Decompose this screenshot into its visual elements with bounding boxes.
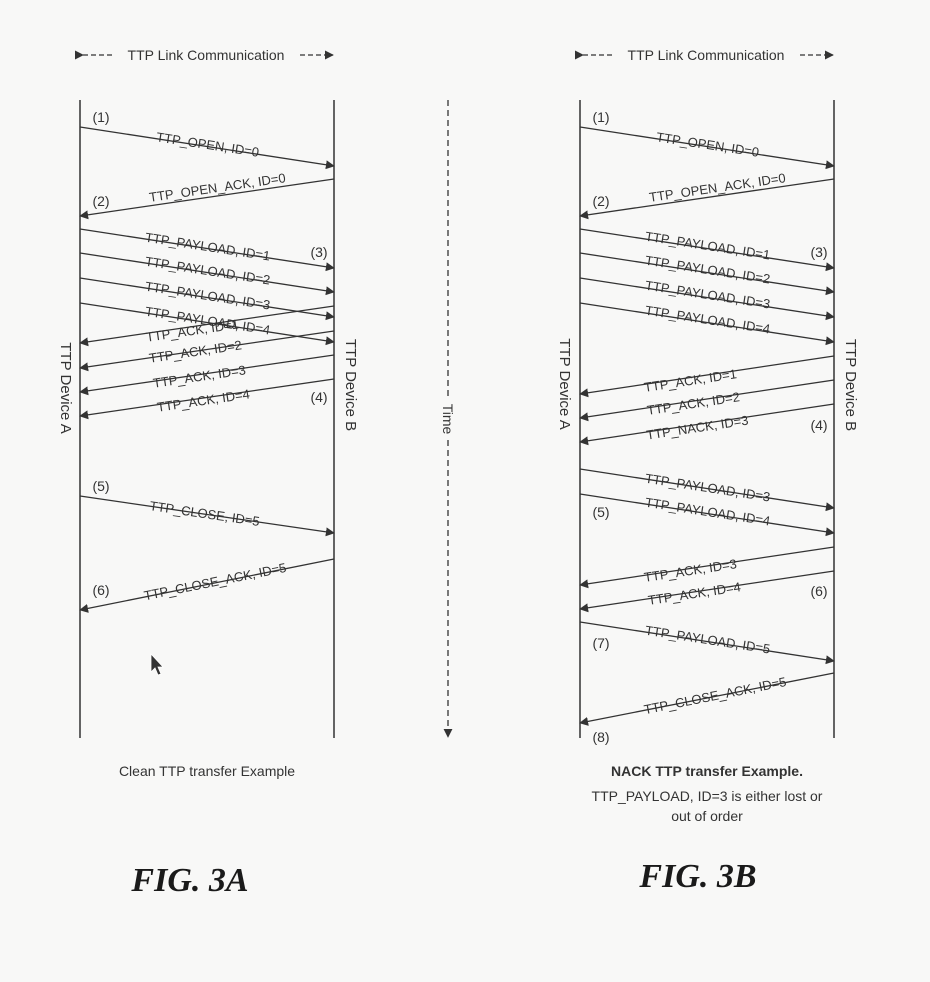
message-label-3b: TTP_ACK, ID=4	[647, 579, 742, 608]
device-a-label-3b: TTP Device A	[556, 338, 573, 429]
message-arrow-3a	[79, 558, 335, 613]
step-number-3b: (8)	[592, 729, 609, 745]
message-label-3b: TTP_OPEN_ACK, ID=0	[648, 170, 786, 205]
message-arrow-3a	[79, 302, 335, 346]
message-arrow-3b	[579, 178, 835, 220]
message-label-3b: TTP_CLOSE_ACK, ID=5	[643, 674, 788, 717]
message-arrow-3b	[579, 403, 835, 446]
message-arrow-3b	[579, 379, 835, 422]
device-a-label-3a: TTP Device A	[57, 342, 74, 433]
step-number-3b: (6)	[810, 583, 827, 599]
message-arrow-3b	[579, 493, 835, 537]
message-label-3a: TTP_OPEN_ACK, ID=0	[148, 170, 286, 205]
step-number-3b: (7)	[592, 635, 609, 651]
step-number-3b: (5)	[592, 504, 609, 520]
message-arrow-3a	[79, 330, 335, 372]
message-arrow-3b	[579, 621, 835, 665]
caption-3a: Clean TTP transfer Example	[119, 763, 295, 779]
message-label-3b: TTP_OPEN, ID=0	[655, 129, 760, 160]
device-b-label-3b: TTP Device B	[842, 339, 859, 431]
message-arrow-3b	[579, 355, 835, 398]
step-number-3b: (2)	[592, 193, 609, 209]
step-number-3a: (1)	[92, 109, 109, 125]
message-arrow-3a	[79, 277, 335, 321]
figure-label-3b: FIG. 3B	[638, 858, 756, 895]
message-arrow-3b	[579, 672, 835, 726]
step-number-3a: (3)	[310, 244, 327, 260]
message-arrow-3b	[579, 546, 835, 589]
time-axis: Time	[440, 100, 456, 738]
message-arrow-3a	[79, 495, 335, 537]
header-label-3a: TTP Link Communication	[128, 47, 285, 63]
step-number-3a: (6)	[92, 582, 109, 598]
message-arrow-3a	[79, 305, 335, 347]
message-label-3b: TTP_NACK, ID=3	[645, 413, 749, 443]
message-arrow-3b	[579, 302, 835, 346]
message-arrow-3b	[579, 277, 835, 321]
step-number-3a: (5)	[92, 478, 109, 494]
message-arrow-3a	[79, 126, 335, 170]
mouse-cursor-icon	[150, 652, 164, 676]
message-arrow-3a	[79, 252, 335, 296]
message-label-3b: TTP_ACK, ID=3	[643, 556, 738, 585]
message-arrow-3a	[79, 228, 335, 272]
message-arrow-3b	[579, 126, 835, 170]
step-number-3a: (4)	[310, 389, 327, 405]
step-number-3b: (3)	[810, 244, 827, 260]
message-arrow-3b	[579, 252, 835, 296]
caption-3b: NACK TTP transfer Example.	[611, 763, 803, 779]
device-b-label-3a: TTP Device B	[342, 339, 359, 431]
note-line-2-3b: out of order	[671, 808, 743, 824]
message-label-3a: TTP_CLOSE, ID=5	[149, 498, 261, 529]
note-line-1-3b: TTP_PAYLOAD, ID=3 is either lost or	[592, 788, 823, 804]
figure-label-3a: FIG. 3A	[130, 862, 248, 899]
time-axis-label: Time	[440, 404, 456, 435]
message-label-3b: TTP_ACK, ID=2	[646, 389, 741, 418]
message-arrow-3b	[579, 228, 835, 272]
message-label-3a: TTP_ACK, ID=3	[152, 362, 247, 390]
message-arrow-3a	[79, 378, 335, 420]
message-arrow-3b	[579, 570, 835, 613]
header-label-3b: TTP Link Communication	[628, 47, 785, 63]
message-arrow-3a	[79, 354, 335, 396]
figure-3a: TTP Link Communication TTP Device A TTP …	[57, 47, 359, 899]
step-number-3b: (1)	[592, 109, 609, 125]
message-label-3a: TTP_CLOSE_ACK, ID=5	[143, 560, 288, 603]
message-label-3a: TTP_ACK, ID=4	[156, 386, 251, 414]
step-number-3b: (4)	[810, 417, 827, 433]
message-arrow-3a	[79, 178, 335, 220]
message-label-3b: TTP_PAYLOAD, ID=5	[644, 623, 771, 657]
figure-3b: TTP Link Communication TTP Device A TTP …	[556, 47, 859, 895]
message-arrow-3b	[579, 468, 835, 512]
message-label-3a: TTP_OPEN, ID=0	[155, 129, 260, 160]
step-number-3a: (2)	[92, 193, 109, 209]
